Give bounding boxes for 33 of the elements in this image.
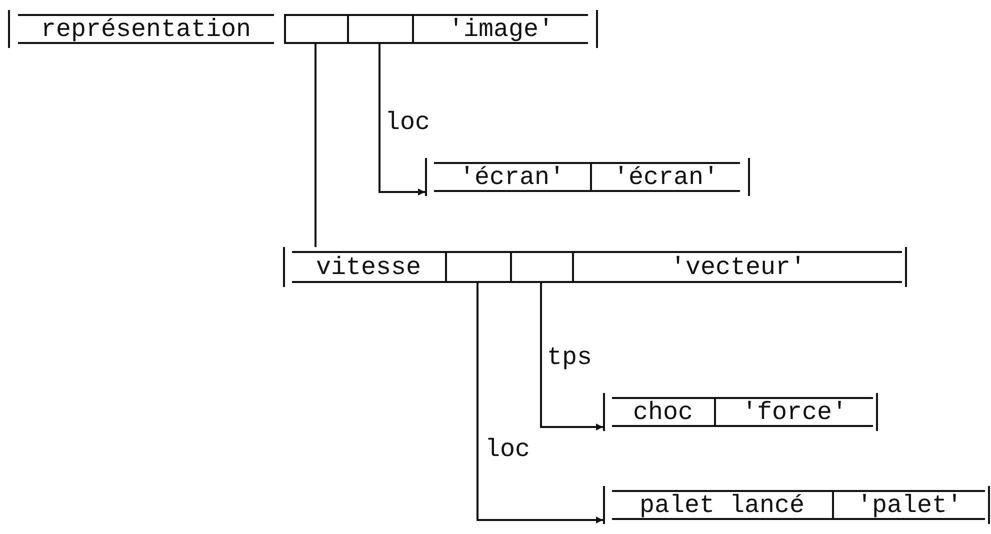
field-text: 'vecteur' [670, 254, 806, 280]
record-box [425, 158, 750, 196]
record-box [603, 486, 990, 524]
field-cell [612, 490, 832, 520]
record-box [603, 393, 878, 431]
field-text: 'force' [742, 400, 848, 424]
field-cell [412, 14, 588, 44]
empty-field-cell [347, 14, 412, 44]
field-cell [292, 251, 445, 283]
record-box [8, 10, 598, 48]
field-text: choc [632, 400, 693, 424]
connector-arrow [540, 283, 603, 430]
field-cell [572, 251, 902, 283]
record-box [283, 247, 907, 287]
field-cell [18, 14, 274, 44]
connector-arrow [378, 44, 425, 196]
connector-arrow [476, 283, 603, 524]
field-cell [590, 162, 740, 192]
empty-field-cell [445, 251, 510, 283]
edge-label: tps [547, 345, 592, 370]
field-cell [714, 397, 873, 427]
field-text: 'palet' [856, 492, 962, 518]
empty-field-cell [284, 14, 347, 44]
field-text: 'image' [448, 16, 554, 42]
field-cell [434, 162, 590, 192]
field-text: vitesse [316, 254, 422, 280]
field-cell [832, 490, 985, 520]
field-text: 'écran' [613, 164, 719, 190]
field-text: représentation [40, 16, 252, 42]
field-text: palet lancé [639, 492, 805, 518]
field-text: 'écran' [459, 164, 565, 190]
empty-field-cell [510, 251, 572, 283]
field-cell [612, 397, 714, 427]
